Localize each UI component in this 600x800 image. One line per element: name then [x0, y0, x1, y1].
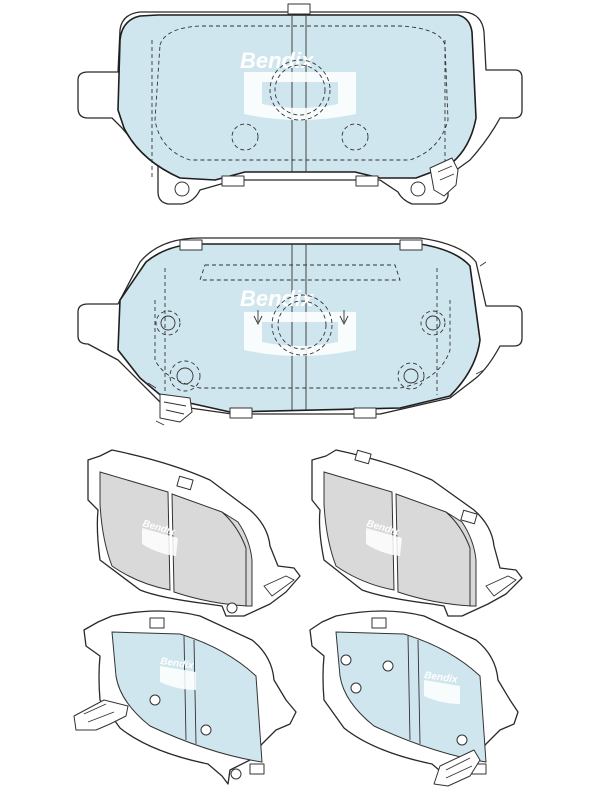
- iso-watermark-3: [160, 666, 196, 690]
- iso-hole-4c: [382, 660, 394, 672]
- iso-hole-4a: [340, 654, 352, 666]
- iso-ear-1: [263, 575, 295, 597]
- mount-hole-right-top: [410, 181, 426, 197]
- iso-clip-2b: [460, 509, 478, 525]
- iso-ear-2: [485, 575, 517, 597]
- iso-hole-4b: [350, 682, 362, 694]
- wear-sensor-middle: [159, 393, 193, 423]
- hidden-circle-right-middle: [420, 310, 446, 336]
- iso-clip-3a: [149, 617, 165, 629]
- iso-clip-2a: [354, 449, 372, 465]
- clip-upper-right-middle: [399, 239, 423, 251]
- iso-hole-3b: [200, 724, 212, 736]
- arrow-left-icon: [253, 310, 263, 326]
- watermark-text-middle: Bendix: [240, 286, 314, 311]
- iso-chamfer-2: [445, 511, 477, 607]
- iso-chamfer-1: [221, 511, 253, 607]
- mount-hole-left-top: [174, 181, 190, 197]
- iso-clip-4a: [371, 617, 387, 629]
- iso-hole-4d: [456, 734, 468, 746]
- iso-hole-3a: [149, 694, 161, 706]
- clip-bottom-right: [355, 175, 379, 187]
- friction-pad-top: [117, 14, 477, 181]
- bendix-watermark-middle: [244, 312, 356, 356]
- iso-pad-1: Bendix: [87, 449, 301, 617]
- iso-friction-3: [111, 631, 263, 763]
- pad-outline-view-top: Bendix: [77, 3, 523, 205]
- hidden-circle-left-middle: [155, 310, 181, 336]
- iso-clip-3b: [249, 763, 265, 775]
- hidden-outline-middle: [154, 300, 451, 389]
- clip-lower-left-middle: [229, 407, 253, 419]
- hidden-circle-center-inner-top: [274, 64, 326, 116]
- iso-watermark-text-4: Bendix: [424, 670, 459, 686]
- watermark-text-top: Bendix: [240, 48, 314, 73]
- hidden-circle-left-top: [231, 123, 259, 151]
- iso-wear-sensor-3: [73, 699, 129, 731]
- iso-friction-left-1: [99, 471, 171, 591]
- hidden-circle-lower-left-middle: [169, 360, 201, 392]
- iso-pad-3: Bendix: [73, 610, 297, 785]
- iso-hole-1: [226, 602, 238, 614]
- hidden-circle-lower-right-middle: [397, 362, 425, 390]
- hidden-circle-center-inner-middle: [277, 300, 327, 350]
- clip-upper-left-middle: [179, 239, 203, 251]
- hidden-circle-center-middle: [271, 294, 333, 356]
- arrow-right-icon: [339, 310, 349, 326]
- iso-watermark-2: [366, 528, 402, 556]
- iso-watermark-4: [424, 680, 460, 704]
- hidden-circle-center-top: [269, 59, 331, 121]
- clip-bottom-left: [221, 175, 245, 187]
- hidden-outline-top: [154, 25, 449, 161]
- wear-sensor-top: [429, 157, 459, 197]
- pad-outline-view-middle: Bendix: [77, 237, 523, 426]
- iso-hole-3c: [230, 768, 242, 780]
- hidden-circle-right-top: [341, 123, 369, 151]
- iso-friction-left-2: [323, 471, 395, 591]
- iso-watermark-1: [142, 528, 178, 556]
- iso-watermark-text-3: Bendix: [160, 656, 195, 672]
- iso-pad-2: Bendix: [311, 449, 523, 617]
- iso-friction-4: [335, 631, 487, 763]
- hidden-rect-middle: [199, 264, 401, 281]
- bendix-watermark-top: [244, 72, 356, 120]
- clip-lower-right-middle: [353, 407, 377, 419]
- iso-clip-1: [176, 475, 194, 491]
- iso-pad-4: Bendix: [309, 610, 519, 787]
- clip-top-center: [287, 3, 311, 15]
